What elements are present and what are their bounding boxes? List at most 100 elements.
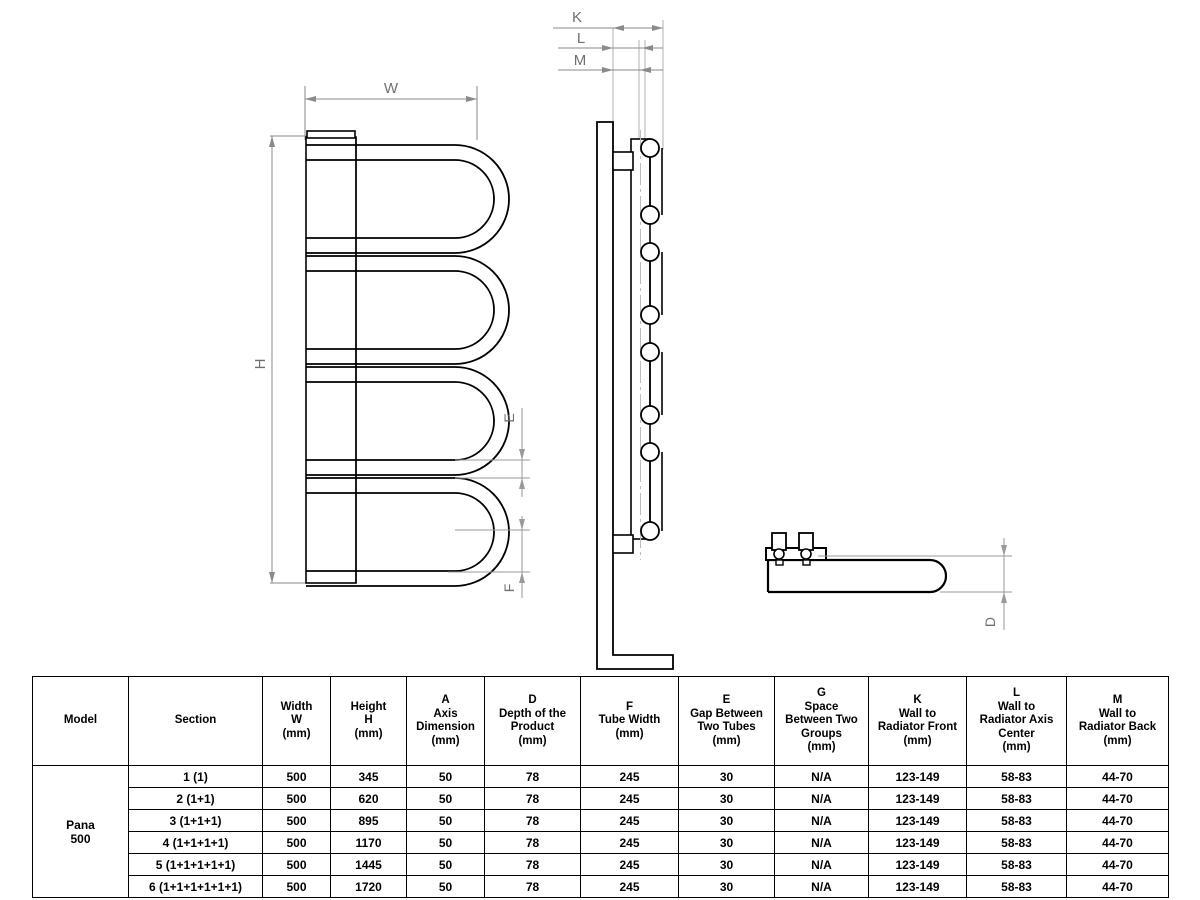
front-vertical-rail bbox=[305, 136, 357, 584]
specification-table-container: Model Section Width W (mm) Height H (mm)… bbox=[32, 676, 1169, 898]
front-tube-loop-4 bbox=[306, 477, 510, 587]
cell-section: 5 (1+1+1+1+1) bbox=[128, 853, 263, 876]
cell-gap: 30 bbox=[678, 787, 775, 810]
side-view: K L M bbox=[553, 9, 674, 670]
cell-space: N/A bbox=[774, 853, 869, 876]
specification-table: Model Section Width W (mm) Height H (mm)… bbox=[32, 676, 1169, 898]
cell-axis: 50 bbox=[406, 787, 485, 810]
cell-wall-front: 123-149 bbox=[868, 787, 967, 810]
front-tube-loop-1 bbox=[306, 144, 510, 254]
cell-axis: 50 bbox=[406, 875, 485, 898]
col-header-height: Height H (mm) bbox=[330, 676, 407, 766]
cell-gap: 30 bbox=[678, 831, 775, 854]
side-tube-pair-3 bbox=[640, 342, 663, 425]
cell-tube-width: 245 bbox=[580, 765, 679, 788]
table-row: 2 (1+1) 500 620 50 78 245 30 N/A 123-149… bbox=[33, 787, 1169, 810]
cell-depth: 78 bbox=[484, 809, 581, 832]
label-w: W bbox=[384, 80, 399, 97]
drawing-svg: W H bbox=[252, 9, 1012, 670]
cell-space: N/A bbox=[774, 787, 869, 810]
cell-wall-back: 44-70 bbox=[1066, 875, 1169, 898]
cell-wall-front: 123-149 bbox=[868, 875, 967, 898]
cell-tube-width: 245 bbox=[580, 809, 679, 832]
cell-width: 500 bbox=[262, 853, 331, 876]
cell-wall-axis: 58-83 bbox=[966, 809, 1067, 832]
cell-width: 500 bbox=[262, 875, 331, 898]
table-row: 5 (1+1+1+1+1) 500 1445 50 78 245 30 N/A … bbox=[33, 853, 1169, 876]
col-header-model: Model bbox=[32, 676, 129, 766]
cell-model: Pana 500 bbox=[32, 765, 129, 898]
label-f: F bbox=[501, 584, 517, 593]
cell-tube-width: 245 bbox=[580, 787, 679, 810]
cell-tube-width: 245 bbox=[580, 853, 679, 876]
dimension-w: W bbox=[304, 80, 478, 140]
side-tube-pair-2 bbox=[640, 242, 663, 325]
side-tube-pair-4 bbox=[640, 442, 663, 541]
top-view: D bbox=[765, 532, 1012, 630]
cell-section: 3 (1+1+1) bbox=[128, 809, 263, 832]
table-header: Model Section Width W (mm) Height H (mm)… bbox=[32, 676, 1169, 766]
cell-height: 1170 bbox=[330, 831, 407, 854]
cell-wall-axis: 58-83 bbox=[966, 787, 1067, 810]
cell-wall-axis: 58-83 bbox=[966, 831, 1067, 854]
cell-space: N/A bbox=[774, 809, 869, 832]
cell-gap: 30 bbox=[678, 809, 775, 832]
cell-axis: 50 bbox=[406, 853, 485, 876]
cell-gap: 30 bbox=[678, 853, 775, 876]
cell-axis: 50 bbox=[406, 765, 485, 788]
cell-gap: 30 bbox=[678, 765, 775, 788]
cell-wall-back: 44-70 bbox=[1066, 787, 1169, 810]
cell-wall-back: 44-70 bbox=[1066, 765, 1169, 788]
label-m: M bbox=[574, 52, 587, 69]
col-header-wall-to-radiator-front: K Wall to Radiator Front (mm) bbox=[868, 676, 967, 766]
side-connector-stub-bottom bbox=[612, 534, 634, 554]
col-header-tube-width: F Tube Width (mm) bbox=[580, 676, 679, 766]
side-wall-bracket bbox=[596, 121, 674, 670]
dimension-e: E bbox=[455, 408, 530, 497]
front-top-cap bbox=[306, 130, 356, 139]
cell-gap: 30 bbox=[678, 875, 775, 898]
cell-wall-back: 44-70 bbox=[1066, 809, 1169, 832]
table-row: 4 (1+1+1+1) 500 1170 50 78 245 30 N/A 12… bbox=[33, 831, 1169, 854]
side-tube-pair-1 bbox=[640, 138, 663, 225]
dimension-h: H bbox=[252, 135, 310, 584]
cell-axis: 50 bbox=[406, 831, 485, 854]
cell-space: N/A bbox=[774, 765, 869, 788]
col-header-axis-dimension: A Axis Dimension (mm) bbox=[406, 676, 485, 766]
cell-space: N/A bbox=[774, 831, 869, 854]
cell-section: 6 (1+1+1+1+1+1) bbox=[128, 875, 263, 898]
cell-height: 1720 bbox=[330, 875, 407, 898]
cell-wall-front: 123-149 bbox=[868, 809, 967, 832]
cell-wall-front: 123-149 bbox=[868, 853, 967, 876]
label-d: D bbox=[982, 617, 998, 627]
cell-height: 895 bbox=[330, 809, 407, 832]
cell-tube-width: 245 bbox=[580, 831, 679, 854]
top-view-tube bbox=[768, 558, 948, 594]
cell-section: 1 (1) bbox=[128, 765, 263, 788]
label-e: E bbox=[501, 413, 517, 422]
table-row: Pana 500 1 (1) 500 345 50 78 245 30 N/A … bbox=[32, 765, 1169, 898]
table-row: 3 (1+1+1) 500 895 50 78 245 30 N/A 123-1… bbox=[33, 809, 1169, 832]
cell-width: 500 bbox=[262, 809, 331, 832]
cell-depth: 78 bbox=[484, 853, 581, 876]
dimension-l: L bbox=[558, 30, 663, 51]
label-l: L bbox=[577, 30, 585, 47]
cell-wall-front: 123-149 bbox=[868, 831, 967, 854]
cell-depth: 78 bbox=[484, 787, 581, 810]
label-k: K bbox=[572, 9, 582, 26]
cell-depth: 78 bbox=[484, 875, 581, 898]
cell-width: 500 bbox=[262, 765, 331, 788]
cell-height: 1445 bbox=[330, 853, 407, 876]
cell-wall-back: 44-70 bbox=[1066, 853, 1169, 876]
dimension-d: D bbox=[818, 538, 1012, 630]
cell-wall-axis: 58-83 bbox=[966, 875, 1067, 898]
col-header-section: Section bbox=[128, 676, 263, 766]
cell-depth: 78 bbox=[484, 765, 581, 788]
table-row: 6 (1+1+1+1+1+1) 500 1720 50 78 245 30 N/… bbox=[33, 875, 1169, 898]
cell-height: 620 bbox=[330, 787, 407, 810]
front-tube-loop-2 bbox=[306, 255, 510, 365]
cell-section: 2 (1+1) bbox=[128, 787, 263, 810]
front-view: W H bbox=[252, 80, 530, 598]
col-header-width: Width W (mm) bbox=[262, 676, 331, 766]
cell-wall-axis: 58-83 bbox=[966, 765, 1067, 788]
